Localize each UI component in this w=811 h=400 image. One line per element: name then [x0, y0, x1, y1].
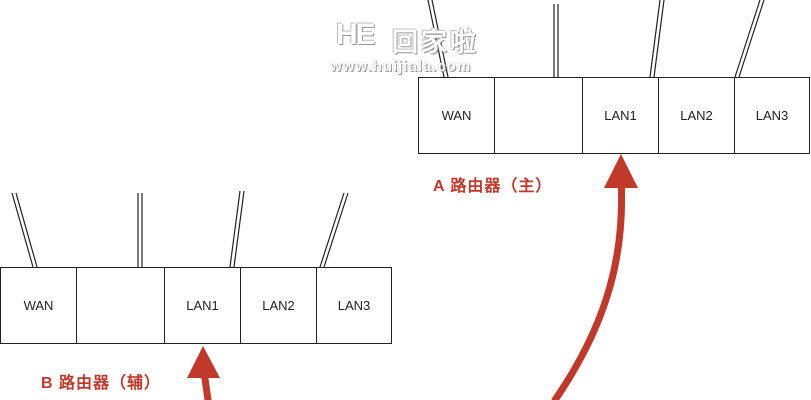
router-b-antennas	[11, 190, 349, 268]
router-b-port-blank	[76, 267, 165, 344]
router-a-antenna-3	[649, 0, 665, 78]
router-a-port-lan2: LAN2	[658, 77, 735, 154]
router-a-antennas	[427, 0, 765, 78]
router-a-antenna-4	[734, 0, 765, 78]
router-b-antenna-2	[137, 193, 143, 267]
router-b-port-lan1: LAN1	[164, 267, 241, 344]
router-b-antenna-4	[319, 192, 349, 268]
router-a-port-lan3: LAN3	[734, 77, 810, 154]
arrow-to-router-b-lan1	[187, 346, 220, 400]
router-a-port-blank	[494, 77, 583, 154]
watermark-title: 回家啦	[392, 27, 480, 57]
arrow-to-router-a-lan1	[551, 154, 638, 400]
router-a-port-lan1: LAN1	[582, 77, 659, 154]
router-a-antenna-2	[553, 4, 559, 77]
router-a-port-wan: WAN	[418, 77, 495, 154]
router-b-port-wan: WAN	[0, 267, 77, 344]
watermark-url: www.huijiala.com	[330, 58, 472, 75]
router-b-port-lan2: LAN2	[240, 267, 317, 344]
router-b-antenna-3	[229, 190, 245, 268]
router-b-caption: B 路由器（辅）	[41, 375, 162, 392]
router-a-antenna-1	[427, 0, 449, 78]
router-b-port-lan3: LAN3	[316, 267, 392, 344]
router-a-caption: A 路由器（主）	[433, 178, 553, 195]
router-b-antenna-1	[11, 192, 38, 268]
watermark-logo: HE	[336, 18, 376, 51]
